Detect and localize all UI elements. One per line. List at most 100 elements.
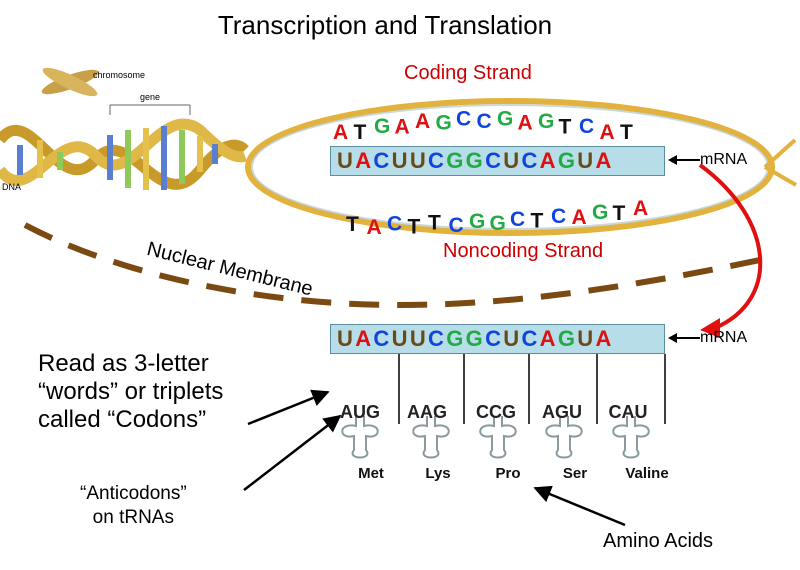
base-C: C [373, 326, 392, 351]
base-G: G [469, 210, 485, 233]
amino-acid-4: Ser [562, 465, 588, 482]
base-G: G [538, 110, 554, 133]
base-G: G [557, 326, 578, 351]
mrna-sequence: UACUUCGGCUCAGUA [337, 148, 614, 174]
anticodon-explanation-line: on tRNAs [92, 507, 174, 528]
dna-chromosome-illustration: chromosome gene DNA [0, 67, 249, 192]
codon-explanation-line: Read as 3-letter [38, 350, 209, 377]
amino-acid-1: Met [358, 465, 384, 482]
amino-acid-2: Lys [425, 465, 451, 482]
base-C: C [521, 326, 540, 351]
noncoding-strand-label: Noncoding Strand [443, 240, 604, 262]
base-G: G [465, 148, 486, 173]
anticodon-explanation: “Anticodons” on tRNAs [80, 482, 187, 530]
base-C: C [551, 205, 566, 228]
base-G: G [557, 148, 578, 173]
nuclear-membrane [23, 222, 761, 309]
codon-pointer-arrow [247, 389, 330, 426]
base-A: A [367, 216, 382, 239]
mrna-export-arrow [698, 163, 763, 338]
base-C: C [485, 148, 504, 173]
base-A: A [633, 197, 648, 220]
base-T: T [620, 121, 633, 144]
codon-explanation: Read as 3-letter “words” or triplets cal… [38, 350, 223, 434]
base-C: C [387, 213, 402, 236]
base-T: T [354, 121, 367, 144]
gene-label: gene [140, 92, 160, 102]
base-U: U [577, 326, 596, 351]
amino-acid-pointer-arrow [533, 485, 626, 527]
base-T: T [531, 209, 544, 232]
base-T: T [428, 212, 441, 235]
base-U: U [337, 326, 356, 351]
base-C: C [510, 208, 525, 231]
trna-icon [479, 416, 517, 459]
base-G: G [592, 201, 608, 224]
base-U: U [503, 148, 522, 173]
diagram-title: Transcription and Translation [217, 10, 553, 40]
base-G: G [465, 326, 486, 351]
base-U: U [391, 326, 410, 351]
base-A: A [539, 326, 558, 351]
base-A: A [600, 121, 615, 144]
base-A: A [355, 148, 374, 173]
mrna-strand-cytoplasm: UACUUCGGCUCAGUA [330, 324, 665, 354]
base-C: C [456, 107, 471, 130]
amino-acids-label: Amino Acids [603, 530, 714, 552]
base-A: A [395, 115, 410, 138]
base-U: U [503, 326, 522, 351]
mrna-label: mRNA [700, 329, 748, 346]
base-A: A [355, 326, 374, 351]
base-A: A [539, 148, 558, 173]
base-T: T [408, 215, 421, 238]
base-G: G [446, 326, 466, 351]
base-A: A [572, 206, 587, 229]
codon-4: AGU [542, 402, 582, 422]
base-A: A [333, 121, 348, 144]
codon-explanation-line: “words” or triplets [38, 378, 224, 405]
base-G: G [374, 115, 390, 138]
base-G: G [436, 111, 452, 134]
trna-icon [412, 416, 450, 459]
chromosome-label: chromosome [93, 70, 145, 80]
base-C: C [521, 148, 540, 173]
base-T: T [613, 202, 626, 225]
base-A: A [518, 111, 533, 134]
base-U: U [577, 148, 596, 173]
amino-acid-3: Pro [495, 465, 521, 482]
base-A: A [415, 110, 430, 133]
base-C: C [428, 326, 447, 351]
base-U: U [409, 326, 429, 351]
trna-icon [545, 416, 583, 459]
base-C: C [449, 214, 464, 237]
arrow-icon [668, 333, 700, 343]
base-G: G [446, 148, 466, 173]
codon-explanation-line: called “Codons” [38, 406, 207, 433]
amino-acid-5: Valine [625, 465, 669, 482]
base-T: T [346, 213, 359, 236]
transcription-bubble [245, 98, 798, 236]
dna-label: DNA [2, 182, 21, 192]
base-C: C [485, 326, 504, 351]
base-U: U [391, 148, 410, 173]
base-C: C [428, 148, 447, 173]
base-C: C [373, 148, 392, 173]
base-G: G [497, 107, 513, 130]
anticodon-explanation-line: “Anticodons” [80, 483, 187, 504]
base-U: U [337, 148, 356, 173]
chromosome-icon [41, 67, 99, 97]
mrna-label: mRNA [700, 151, 748, 168]
arrow-icon [668, 155, 700, 165]
codon-dividers-and-trnas [341, 354, 666, 459]
codon-3: CCG [476, 402, 516, 422]
base-C: C [477, 110, 492, 133]
base-A: A [595, 326, 614, 351]
coding-strand-label: Coding Strand [404, 62, 532, 84]
base-A: A [595, 148, 614, 173]
codon-5: CAU [608, 402, 648, 422]
trna-icon [612, 416, 650, 459]
codon-1: AUG [340, 402, 380, 422]
mrna-strand-nucleus: UACUUCGGCUCAGUA [330, 146, 665, 176]
